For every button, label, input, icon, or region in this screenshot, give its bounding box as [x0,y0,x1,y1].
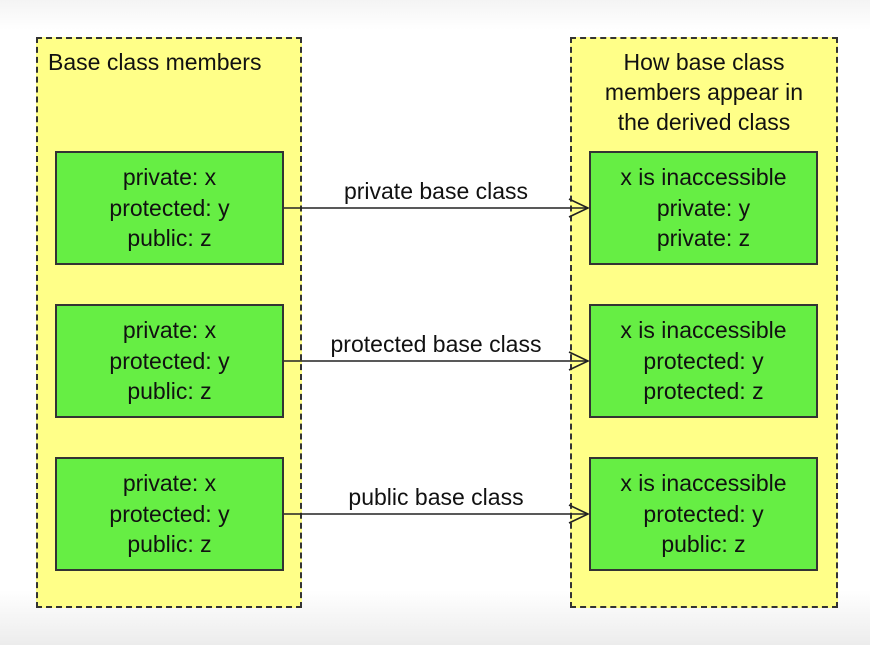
base-members-box-public: private: x protected: y public: z [55,457,284,571]
derived-member-line: protected: y [643,347,764,374]
base-member-line: public: z [127,378,212,405]
base-member-line: public: z [127,225,212,252]
derived-panel-title: How base class members appear in the der… [604,49,804,135]
base-member-line: private: x [122,164,217,191]
derived-members-box-public: x is inaccessible protected: y public: z [589,457,818,571]
arrow-label-private: private base class [343,178,529,204]
base-members-box-private: private: x protected: y public: z [55,151,284,265]
base-members-box-protected: private: x protected: y public: z [55,304,284,418]
derived-member-line: x is inaccessible [620,164,787,191]
derived-member-line: private: z [656,225,751,252]
derived-member-line: protected: y [643,500,764,527]
arrow-label-protected: protected base class [330,331,542,357]
derived-member-line: public: z [661,531,746,558]
derived-member-line: private: y [656,194,751,221]
base-member-line: private: x [122,317,217,344]
base-member-line: public: z [127,531,212,558]
derived-members-box-private: x is inaccessible private: y private: z [589,151,818,265]
base-panel-title: Base class members [48,49,262,75]
base-member-line: protected: y [109,194,230,221]
derived-member-line: protected: z [643,378,764,405]
base-member-line: private: x [122,470,217,497]
derived-member-line: x is inaccessible [620,317,787,344]
derived-members-box-protected: x is inaccessible protected: y protected… [589,304,818,418]
base-member-line: protected: y [109,500,230,527]
derived-member-line: x is inaccessible [620,470,787,497]
base-member-line: protected: y [109,347,230,374]
arrow-label-public: public base class [348,484,524,510]
